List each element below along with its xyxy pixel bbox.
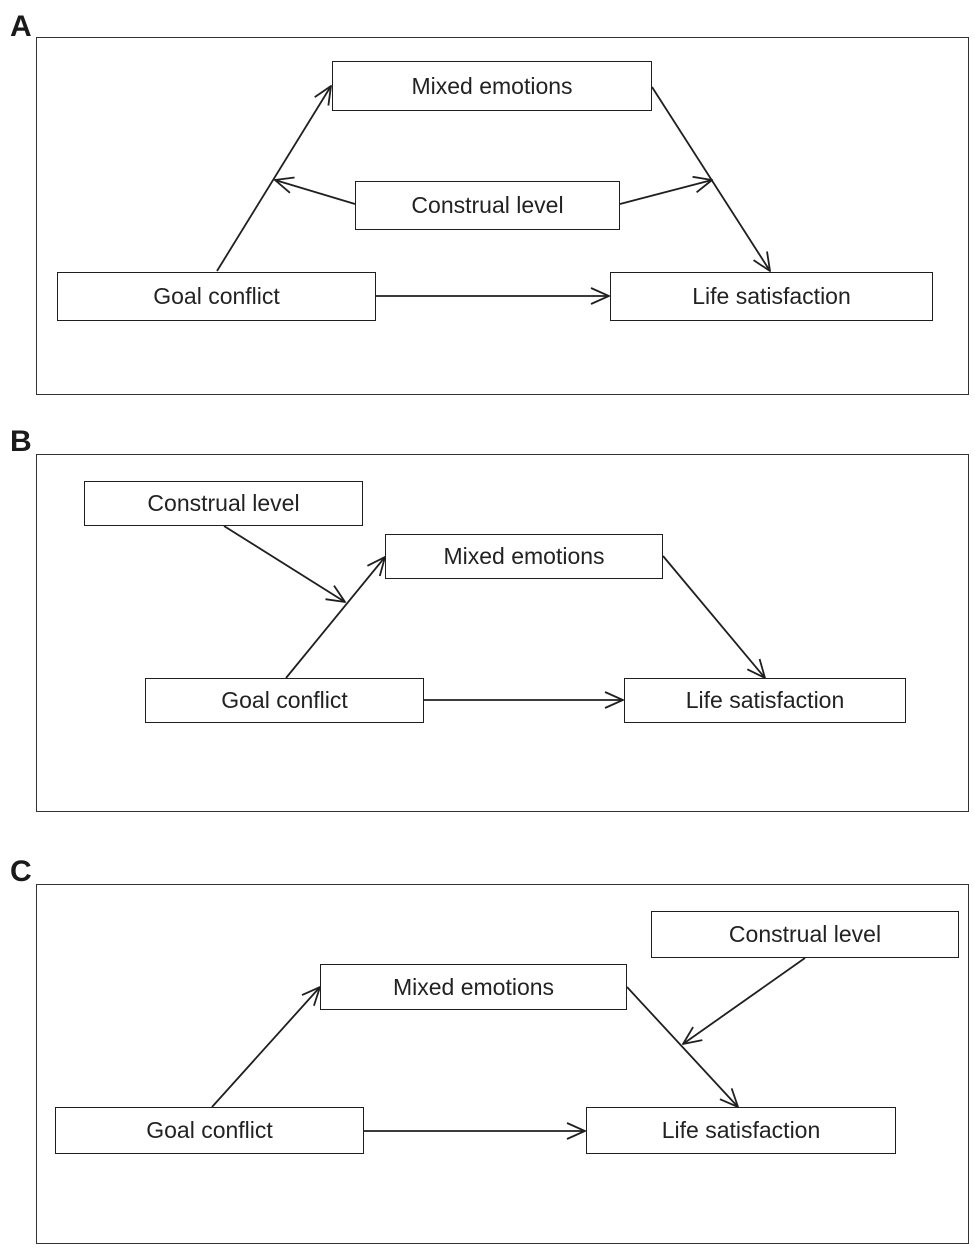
panel-b-node-life-satisfaction: Life satisfaction — [624, 678, 906, 723]
panel-c-node-life-satisfaction: Life satisfaction — [586, 1107, 896, 1154]
panel-a-edge-construal-to-path2 — [619, 180, 712, 205]
panel-b-letter: B — [10, 425, 32, 458]
panel-c-node-goal-conflict: Goal conflict — [55, 1107, 364, 1154]
panel-b-node-construal-level: Construal level — [84, 481, 363, 526]
panel-c-edge-goal-to-mixed — [211, 987, 320, 1108]
panel-c-node-mixed-emotions: Mixed emotions — [320, 964, 627, 1010]
panel-a-letter: A — [10, 10, 32, 43]
panel-c-letter: C — [10, 855, 32, 888]
panel-b-node-mixed-emotions: Mixed emotions — [385, 534, 663, 579]
panel-b-edge-construal-to-path1 — [223, 525, 345, 602]
panel-c-edge-mixed-to-life — [626, 986, 738, 1107]
panel-b-edge-mixed-to-life — [662, 555, 765, 678]
panel-b-node-goal-conflict: Goal conflict — [145, 678, 424, 723]
panel-a-edge-mixed-to-life — [651, 86, 770, 271]
panel-c-node-construal-level: Construal level — [651, 911, 959, 958]
panel-b-edge-goal-to-mixed — [285, 557, 385, 679]
panel-a-node-goal-conflict: Goal conflict — [57, 272, 376, 321]
panel-a-node-mixed-emotions: Mixed emotions — [332, 61, 652, 111]
panel-a-node-life-satisfaction: Life satisfaction — [610, 272, 933, 321]
panel-a-edge-goal-to-mixed — [216, 86, 331, 272]
panel-a-edge-construal-to-path1 — [275, 180, 356, 205]
panel-c-edge-construal-to-path2 — [683, 957, 806, 1044]
panel-a-node-construal-level: Construal level — [355, 181, 620, 230]
